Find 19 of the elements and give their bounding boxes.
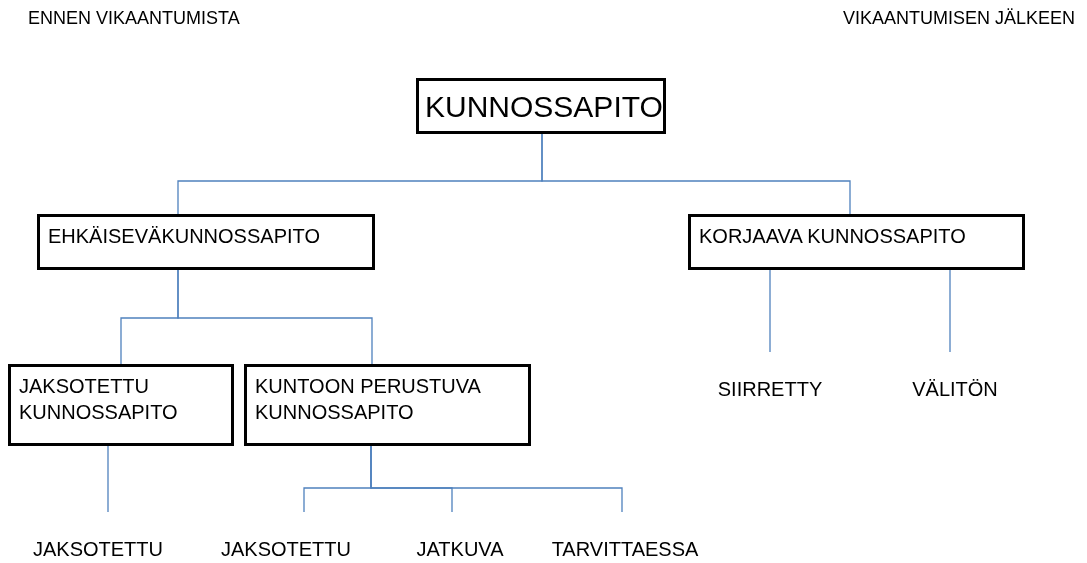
phase-label: VIKAANTUMISEN JÄLKEEN [842,8,1075,29]
category-label: SIIRRETTY [717,378,823,400]
connector-line [370,445,623,513]
category-label: VÄLITÖN [912,378,998,400]
connector-line [107,445,109,513]
connector-line [949,269,951,353]
category-label: JAKSOTETTU [221,538,351,560]
category-box: KUNTOON PERUSTUVA KUNNOSSAPITO [244,364,531,446]
category-label: JAKSOTETTU [33,538,163,560]
connector-line [769,269,771,353]
category-box: KORJAAVA KUNNOSSAPITO [688,214,1025,270]
category-box: KUNNOSSAPITO [416,78,666,134]
connector-line [177,269,373,365]
category-label: TARVITTAESSA [551,538,699,560]
category-box: EHKÄISEVÄKUNNOSSAPITO [37,214,375,270]
category-box: JAKSOTETTU KUNNOSSAPITO [8,364,234,446]
phase-label: ENNEN VIKAANTUMISTA [28,8,240,29]
connector-line [541,133,851,215]
category-label: JATKUVA [416,538,504,560]
